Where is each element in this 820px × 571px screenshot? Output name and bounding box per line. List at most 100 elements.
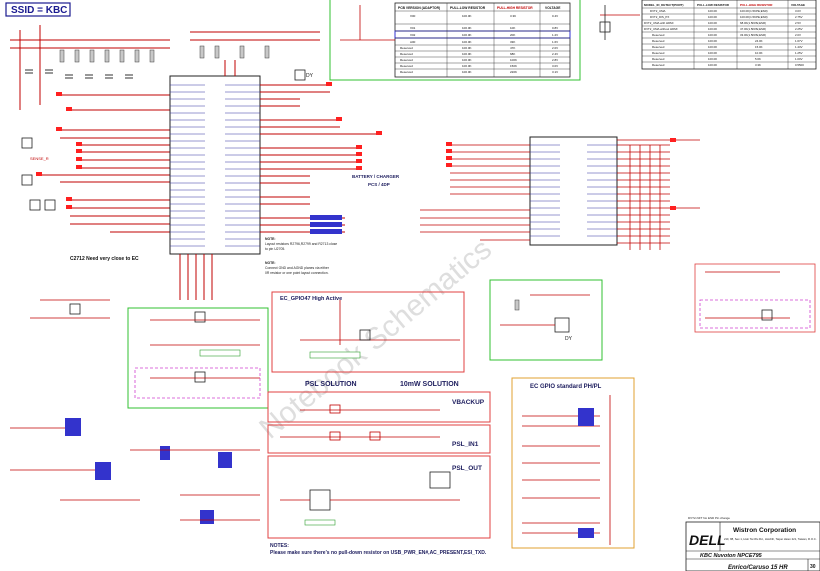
- pcb-r6c1: 100.0K: [462, 58, 472, 62]
- gpio-std-content: [522, 395, 611, 545]
- left-net-stubs: [40, 94, 170, 233]
- sense-label: SENSE_R: [30, 156, 49, 161]
- cap-note: C2712 Need very close to EC: [70, 256, 139, 262]
- model-r8c1: 100.0K: [708, 57, 717, 61]
- right-pink-dashed: [699, 299, 811, 329]
- gpio47-content: [300, 300, 460, 359]
- model-r4c3: 2.0V: [795, 33, 801, 37]
- title-block: DELL Wistron Corporation 21F, 88, Sec.1,…: [685, 521, 820, 571]
- vbackup-label: VBACKUP: [452, 399, 485, 406]
- model-r9c2: 3.3K: [755, 63, 761, 67]
- pcb-h0: PCB VERSION (ADAPTOR): [398, 6, 440, 10]
- pcb-r8c3: 3.1V: [552, 70, 558, 74]
- green-box-right-content: DY: [500, 294, 590, 342]
- right-box-content: [705, 271, 790, 321]
- dy-label-right: DY: [565, 336, 573, 342]
- left-net-markers: [36, 92, 82, 209]
- pcb-r7c2: 150K: [510, 64, 517, 68]
- psl-solution-label: PSL SOLUTION: [305, 381, 357, 388]
- model-r2c0: DVT2_UMA with HDMI: [644, 21, 674, 25]
- pcb-r5c0: Reserved: [400, 52, 413, 56]
- vbackup-content: [300, 404, 440, 414]
- pcb-r1c0: X01: [410, 26, 416, 30]
- pcb-r4c1: 100.0K: [462, 46, 472, 50]
- model-r7c1: 100.0K: [708, 51, 717, 55]
- ec-chip-pins-right: [225, 84, 260, 247]
- model-r4c1: 100.0K: [708, 33, 717, 37]
- pcb-r4c3: 2.0V: [552, 46, 558, 50]
- model-r3c1: 100.0K: [708, 27, 717, 31]
- model-r0c0: DVT2_UMA: [650, 9, 665, 13]
- note-6: 0R resistor or one point layout connecti…: [265, 271, 329, 275]
- model-r2c1: 100.0K: [708, 21, 717, 25]
- pcb-r2c3: 1.2V: [552, 33, 558, 37]
- right-transistor-top: DY: [294, 69, 314, 81]
- sheet-number: 30: [810, 564, 816, 570]
- top-cap-bank: [25, 69, 133, 79]
- pcs-label: PCS / 4DP: [368, 182, 390, 187]
- note-2: Layout resistors R2796,R2799 and R2713 c…: [265, 242, 337, 246]
- model-r1c2: 100.0K(1.5KPE;ESR): [740, 15, 768, 19]
- gpio-std-box: [511, 377, 635, 549]
- psl-in1-box: [267, 424, 491, 454]
- kbd-left-nets: [420, 144, 530, 241]
- model-r8c0: Reserved: [652, 57, 665, 61]
- pcb-r2c0: X02: [410, 33, 416, 37]
- kbd-chip-pins: [530, 144, 617, 237]
- pcb-r0c0: X00: [410, 14, 416, 18]
- bus-blocks-mid: [310, 215, 342, 234]
- kbc-label: KBC Nuvoton NPCE795: [700, 553, 763, 559]
- pcb-r3c0: A00: [410, 40, 416, 44]
- model-r1c0: DVT2_DIS_PX: [650, 15, 669, 19]
- model-r5c0: Reserved: [652, 39, 665, 43]
- model-h1: PULL-LOW RESISTOR: [697, 3, 730, 7]
- model-r9c3: 0.5500: [795, 63, 804, 67]
- pcb-h2: PULL-HIGH RESISTOR: [497, 6, 533, 10]
- model-r6c2: 15.0K: [755, 45, 763, 49]
- pcb-r3c1: 100.0K: [462, 40, 472, 44]
- model-r7c2: 10.0K: [755, 51, 763, 55]
- model-r1c1: 100.0K: [708, 15, 717, 19]
- model-r6c3: 1.43V: [795, 45, 803, 49]
- note-4: NOTE:: [265, 261, 276, 265]
- top-power-rails: [10, 25, 320, 110]
- model-r3c2: 47.0K(1.5KPE;ESR): [740, 27, 766, 31]
- ec-right-nets: [260, 84, 380, 233]
- pcb-r7c3: 3.0V: [552, 64, 558, 68]
- tenmw-label: 10mW SOLUTION: [400, 381, 459, 388]
- psl-in1-label: PSL_IN1: [452, 441, 479, 448]
- pcb-r5c1: 100.0K: [462, 52, 472, 56]
- model-r5c1: 100.0K: [708, 39, 717, 43]
- dy-label-top: DY: [306, 73, 314, 79]
- project-label: Enrico/Caruso 15 HR: [728, 565, 788, 571]
- pcb-r2c1: 100.0K: [462, 33, 472, 37]
- top-resistor-bank: [59, 45, 270, 63]
- pcb-r8c0: Reserved: [400, 70, 413, 74]
- company-addr: 21F, 88, Sec.1, Hsin Tai Wu Rd., Hsichih…: [724, 537, 817, 541]
- pcb-r0c3: 0.4V: [552, 14, 558, 18]
- pcb-r5c3: 2.4V: [552, 52, 558, 56]
- pcb-r0c2: 3.3K: [510, 14, 516, 18]
- gpio47-title: EC_GPIO47 High Active: [280, 296, 342, 302]
- pcb-r4c0: Reserved: [400, 46, 413, 50]
- note-1: NOTE:: [265, 237, 276, 241]
- title-text: SSID = KBC: [11, 5, 67, 16]
- psl-out-box: [267, 455, 491, 539]
- model-r7c0: Reserved: [652, 51, 665, 55]
- psl-in1-content: [280, 431, 440, 441]
- dell-logo: DELL: [689, 532, 726, 548]
- battery-label: BATTERY / CHARGER: [352, 174, 400, 179]
- pcb-r6c2: 100K: [510, 58, 517, 62]
- pcb-r1c2: 10K: [510, 26, 515, 30]
- mid-notes: NOTE: Layout resistors R2796,R2799 and R…: [265, 237, 337, 275]
- pcb-r5c2: 68K: [510, 52, 515, 56]
- pcb-r0c1: 100.0K: [462, 14, 472, 18]
- model-r9c0: Reserved: [652, 63, 665, 67]
- model-h2: PULL-HIGH RESISTOR: [740, 3, 773, 7]
- pcb-r6c3: 2.8V: [552, 58, 558, 62]
- green-box-left: [127, 307, 269, 409]
- model-r5c3: 1.67V: [795, 39, 803, 43]
- model-table: MODEL_ID_DETECT(PORT) PULL-LOW RESISTOR …: [641, 0, 817, 70]
- model-r4c0: Reserved: [652, 33, 665, 37]
